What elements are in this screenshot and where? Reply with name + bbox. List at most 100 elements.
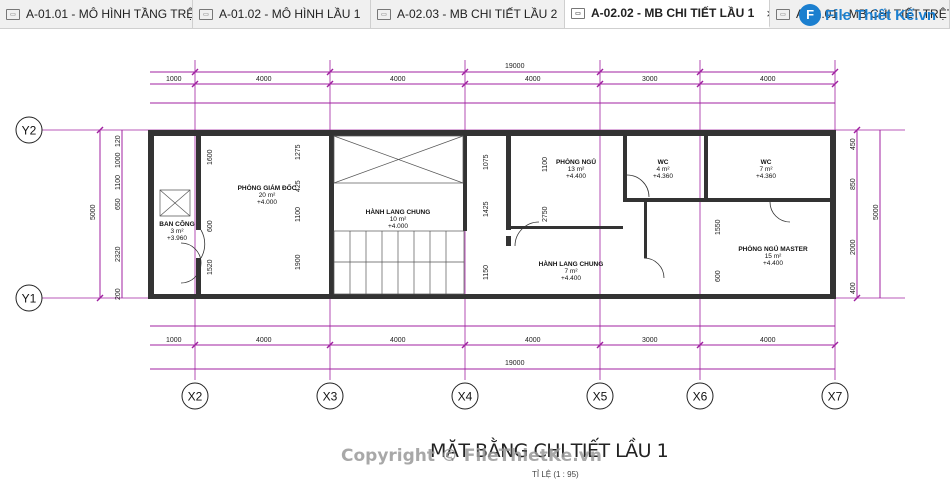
dimension-ticks	[96, 68, 861, 349]
grid-col-bubbles: X2 X3 X4 X5 X6 X7	[181, 382, 849, 410]
tab-mo-hinh-lau-1[interactable]: ▭ A-01.02 - MÔ HÌNH LẦU 1	[193, 0, 371, 28]
svg-text:X3: X3	[323, 390, 338, 404]
watermark: Copyright © FileThietKe.vn	[341, 446, 602, 466]
tab-label: A-02.02 - MB CHI TIẾT LẦU 1	[591, 6, 755, 20]
svg-text:1275: 1275	[295, 144, 302, 160]
view-icon: ▭	[199, 8, 213, 20]
svg-text:2000: 2000	[850, 239, 857, 255]
overall-dim-top: 19000	[505, 63, 525, 70]
grid-row-bubbles: Y2 Y1	[15, 116, 43, 312]
svg-text:1550: 1550	[715, 219, 722, 235]
svg-text:4000: 4000	[390, 76, 406, 83]
view-icon: ▭	[571, 7, 585, 19]
svg-text:600: 600	[207, 220, 214, 232]
svg-text:15 m²: 15 m²	[765, 253, 782, 260]
svg-text:2750: 2750	[542, 206, 549, 222]
svg-text:20 m²: 20 m²	[259, 192, 276, 199]
svg-text:Y2: Y2	[22, 124, 37, 138]
svg-text:X6: X6	[693, 390, 708, 404]
svg-text:1150: 1150	[483, 265, 490, 280]
door-swings	[180, 174, 791, 284]
svg-text:+4.400: +4.400	[763, 260, 783, 267]
svg-text:PHÒNG NGỦ: PHÒNG NGỦ	[556, 157, 596, 166]
top-dimension-lines	[99, 71, 881, 370]
grid-bubble-x7: X7	[821, 382, 849, 410]
logo-icon: F	[799, 4, 822, 26]
svg-text:1600: 1600	[207, 149, 214, 165]
svg-text:2320: 2320	[115, 246, 122, 262]
svg-text:4000: 4000	[256, 76, 272, 83]
view-icon: ▭	[776, 8, 790, 20]
grid-bubble-x2: X2	[181, 382, 209, 410]
svg-text:1100: 1100	[115, 175, 122, 190]
svg-text:3000: 3000	[642, 76, 658, 83]
svg-text:+4.400: +4.400	[566, 173, 586, 180]
view-icon: ▭	[377, 8, 391, 20]
svg-text:WC: WC	[658, 159, 669, 166]
svg-text:10 m²: 10 m²	[390, 216, 407, 223]
svg-text:120: 120	[115, 135, 122, 147]
svg-text:7 m²: 7 m²	[565, 268, 579, 275]
svg-text:3000: 3000	[642, 337, 658, 344]
svg-text:3 m²: 3 m²	[171, 228, 185, 235]
tab-mo-hinh-tang-tret[interactable]: ▭ A-01.01 - MÔ HÌNH TẦNG TRỆT	[0, 0, 193, 28]
tab-label: A-01.02 - MÔ HÌNH LẦU 1	[219, 7, 361, 21]
svg-text:400: 400	[850, 282, 857, 294]
left-total-dim: 5000	[90, 204, 97, 220]
tab-mb-chi-tiet-lau-2[interactable]: ▭ A-02.03 - MB CHI TIẾT LẦU 2	[371, 0, 565, 28]
grid-bubble-x5: X5	[586, 382, 614, 410]
svg-text:650: 650	[115, 198, 122, 210]
svg-text:1000: 1000	[166, 337, 182, 344]
drawing-scale: TỈ LỆ (1 : 95)	[532, 470, 579, 479]
svg-text:4000: 4000	[760, 76, 776, 83]
room-wc-2: WC7 m²+4.360	[756, 159, 776, 180]
svg-text:1000: 1000	[166, 76, 182, 83]
svg-text:7 m²: 7 m²	[760, 166, 774, 173]
svg-text:+4.360: +4.360	[756, 173, 776, 180]
svg-text:HÀNH LANG CHUNG: HÀNH LANG CHUNG	[366, 207, 431, 216]
stair-void	[159, 135, 465, 295]
grid-bubble-x3: X3	[316, 382, 344, 410]
svg-text:+3.960: +3.960	[167, 235, 187, 242]
grid-bubble-y2: Y2	[15, 116, 43, 144]
grid-bubble-y1: Y1	[15, 284, 43, 312]
svg-text:4000: 4000	[390, 337, 406, 344]
svg-text:HÀNH LANG CHUNG: HÀNH LANG CHUNG	[539, 259, 604, 268]
svg-text:+4.000: +4.000	[388, 223, 408, 230]
outer-dimensions: 5000 120 1000 1100 650 2320 200 5000 450…	[90, 63, 880, 367]
svg-text:1520: 1520	[207, 259, 214, 275]
svg-text:WC: WC	[761, 159, 772, 166]
svg-text:+4.400: +4.400	[561, 275, 581, 282]
svg-text:1425: 1425	[483, 201, 490, 217]
logo-text: File Thiết Kế.vn	[825, 6, 936, 24]
tab-label: A-01.01 - MÔ HÌNH TẦNG TRỆT	[26, 7, 193, 21]
site-logo: F File Thiết Kế.vn	[799, 4, 936, 26]
svg-text:1100: 1100	[295, 207, 302, 222]
svg-text:425: 425	[295, 180, 302, 192]
svg-text:13 m²: 13 m²	[568, 166, 585, 173]
svg-text:1100: 1100	[542, 157, 549, 172]
room-wc-1: WC4 m²+4.360	[653, 159, 673, 180]
close-icon[interactable]: ×	[766, 6, 769, 21]
internal-dimensions: 1275 425 1100 1900 1600 600 1520 1075 14…	[207, 144, 722, 282]
floor-plan-canvas[interactable]: 1275 425 1100 1900 1600 600 1520 1075 14…	[0, 29, 950, 481]
tab-label: A-02.03 - MB CHI TIẾT LẦU 2	[397, 7, 558, 21]
svg-text:4 m²: 4 m²	[657, 166, 671, 173]
svg-text:200: 200	[115, 288, 122, 300]
tab-mb-chi-tiet-lau-1[interactable]: ▭ A-02.02 - MB CHI TIẾT LẦU 1 ×	[565, 0, 770, 28]
walls	[148, 130, 836, 299]
svg-text:1075: 1075	[483, 154, 490, 170]
svg-text:1000: 1000	[115, 152, 122, 168]
svg-text:850: 850	[850, 178, 857, 190]
svg-text:1900: 1900	[295, 254, 302, 270]
svg-text:PHÒNG GIÁM ĐỐC: PHÒNG GIÁM ĐỐC	[238, 182, 297, 192]
drawing-title: MẶT BẰNG CHI TIẾT LẦU 1	[430, 440, 669, 462]
svg-text:BAN CÔNG: BAN CÔNG	[159, 219, 194, 228]
svg-text:PHÒNG NGỦ MASTER: PHÒNG NGỦ MASTER	[738, 244, 808, 253]
svg-text:4000: 4000	[760, 337, 776, 344]
